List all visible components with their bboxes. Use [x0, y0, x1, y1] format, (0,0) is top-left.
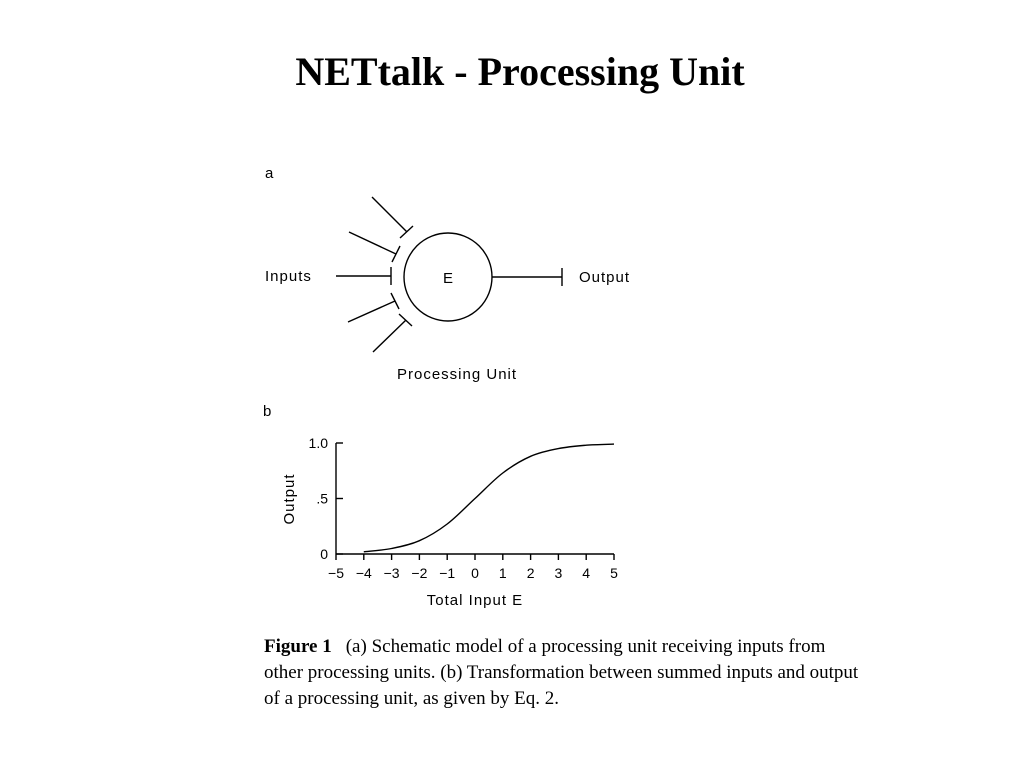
input-line-4	[347, 300, 396, 323]
figure-caption-text: (a) Schematic model of a processing unit…	[264, 636, 859, 709]
input-line-1	[371, 196, 408, 233]
x-axis-label: Total Input E	[427, 592, 523, 609]
slide-title: NETtalk - Processing Unit	[295, 49, 745, 94]
y-tick-label: 0	[320, 546, 328, 562]
x-tick-label: 2	[527, 565, 535, 581]
inputs-label: Inputs	[265, 268, 312, 285]
x-tick-label: −1	[439, 565, 455, 581]
x-tick-label: −3	[384, 565, 400, 581]
panel-b-letter: b	[263, 403, 272, 420]
input-terminal-5	[398, 313, 413, 327]
y-tick-label: 1.0	[309, 435, 329, 451]
processing-unit-caption: Processing Unit	[397, 366, 517, 383]
y-tick-label: .5	[316, 491, 328, 507]
x-tick-label: 0	[471, 565, 479, 581]
output-label: Output	[579, 269, 630, 286]
unit-symbol: E	[443, 270, 454, 287]
input-terminal-2	[391, 245, 401, 263]
x-tick-label: −2	[411, 565, 427, 581]
panel-a-letter: a	[265, 165, 274, 182]
y-ticks: 0 .5 1.0	[309, 435, 343, 562]
x-ticks: −5 −4 −3 −2 −1 0 1 2 3 4 5	[328, 554, 618, 581]
x-tick-label: −5	[328, 565, 344, 581]
y-axis-label: Output	[281, 473, 298, 524]
input-terminal-1	[399, 225, 414, 239]
x-tick-label: 3	[555, 565, 563, 581]
figure-caption-label: Figure 1	[264, 636, 332, 657]
x-tick-label: 4	[582, 565, 590, 581]
figure-caption: Figure 1(a) Schematic model of a process…	[264, 634, 864, 712]
x-tick-label: −4	[356, 565, 372, 581]
sigmoid-chart: −5 −4 −3 −2 −1 0 1 2 3 4 5 0 .5 1.0 Total Input E Ou…	[281, 435, 618, 609]
input-line-2	[348, 231, 397, 255]
input-lines	[336, 196, 414, 353]
x-tick-label: 1	[499, 565, 507, 581]
input-line-5	[372, 319, 407, 353]
sigmoid-curve	[363, 443, 615, 553]
x-tick-label: 5	[610, 565, 618, 581]
input-terminal-4	[390, 292, 400, 310]
